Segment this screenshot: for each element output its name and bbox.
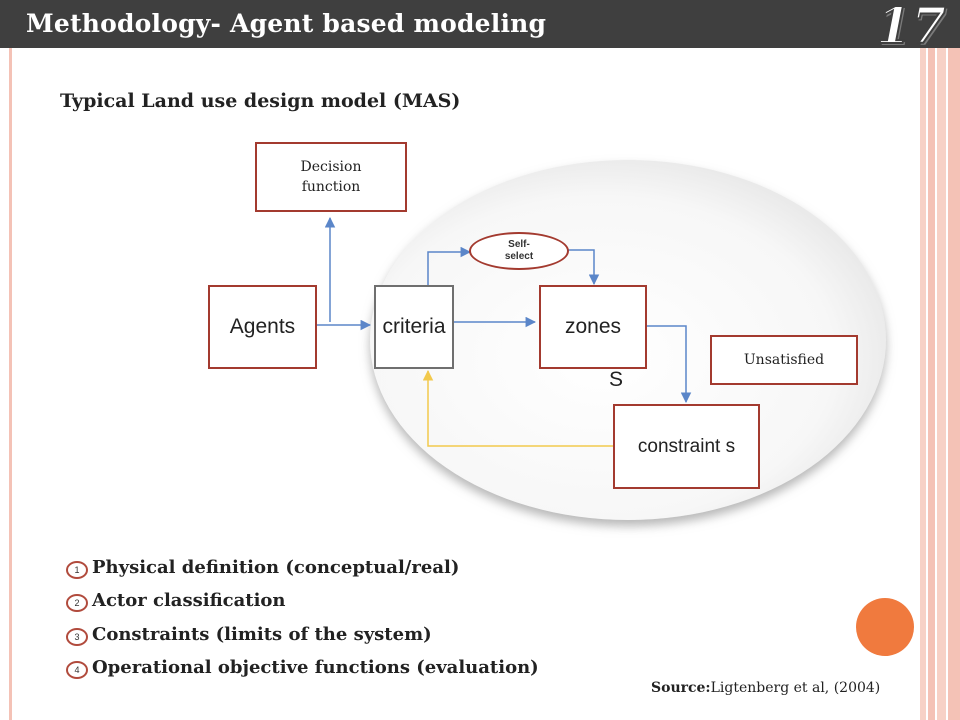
constraints-box: constraint s: [613, 404, 760, 489]
list-number-badge: 4: [66, 661, 88, 679]
arrow-criteria-to-self-select: [427, 246, 472, 286]
criteria-box: criteria: [374, 285, 454, 369]
slide-number: 17: [875, 0, 947, 56]
source-text: Ligtenberg et al, (2004): [710, 680, 881, 696]
arrow-constraints-to-criteria: [422, 369, 613, 447]
zones-box: zones: [539, 285, 647, 369]
unsatisfied-box: Unsatisfied: [710, 335, 858, 385]
list-item-text: Physical definition (conceptual/real): [92, 557, 460, 578]
source-citation: Source:Ligtenberg et al, (2004): [651, 680, 880, 696]
list-number-badge: 3: [66, 628, 88, 646]
list-item-text: Actor classification: [92, 590, 286, 611]
arrow-zones-to-constraints: [647, 325, 692, 404]
diagram-subtitle: Typical Land use design model (MAS): [60, 90, 461, 112]
list-item-text: Constraints (limits of the system): [92, 624, 432, 645]
source-label: Source:: [651, 680, 711, 696]
slide-title: Methodology- Agent based modeling: [26, 9, 547, 38]
agents-box: Agents: [208, 285, 317, 369]
list-item-text: Operational objective functions (evaluat…: [92, 657, 539, 678]
list-number-badge: 2: [66, 594, 88, 612]
decision-function-box: Decision function: [255, 142, 407, 212]
arrow-self-select-to-zones: [568, 249, 600, 286]
list-number-badge: 1: [66, 561, 88, 579]
header-bar: Methodology- Agent based modeling 17: [0, 0, 960, 56]
left-decorative-stripe: [9, 48, 12, 720]
self-select-oval: Self- select: [469, 232, 569, 270]
zones-overflow-text: S: [609, 368, 624, 391]
orange-accent-dot: [856, 598, 914, 656]
right-decorative-stripes: [920, 48, 960, 720]
